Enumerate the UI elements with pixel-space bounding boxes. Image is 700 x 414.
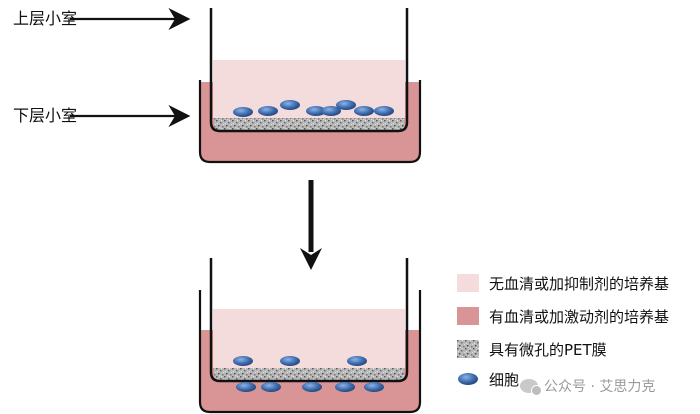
legend-item-light-medium: 无血清或加抑制剂的培养基	[457, 272, 669, 294]
watermark-text: 公众号 · 艾思力克	[544, 379, 656, 395]
cell	[306, 106, 326, 116]
membrane-swatch	[457, 340, 479, 358]
wechat-icon	[520, 379, 542, 396]
legend-item-membrane: 具有微孔的PET膜	[457, 338, 607, 360]
top-pet-membrane	[214, 118, 404, 130]
bottom-migrated-cells	[236, 382, 384, 392]
cell	[233, 107, 253, 117]
cell	[261, 382, 281, 392]
cell	[336, 100, 356, 110]
bottom-upper-chamber-outline	[209, 258, 409, 383]
top-lower-chamber-outline	[198, 80, 422, 164]
cell	[321, 106, 341, 116]
bottom-lower-chamber-outline	[198, 290, 422, 414]
cell	[354, 106, 374, 116]
process-arrow	[300, 180, 322, 270]
bottom-pet-membrane	[214, 368, 404, 380]
top-upper-chamber-outline	[209, 8, 409, 133]
upper-chamber-label: 上层小室	[13, 9, 78, 28]
cell	[302, 382, 322, 392]
light-medium-swatch	[457, 274, 479, 292]
dark-medium-swatch	[457, 307, 479, 325]
top-transwell	[198, 8, 422, 164]
lower-chamber-label: 下层小室	[13, 106, 78, 125]
legend-label: 有血清或加激动剂的培养基	[489, 307, 670, 326]
top-cells	[233, 100, 394, 117]
legend-label: 无血清或加抑制剂的培养基	[489, 274, 670, 293]
cell	[335, 382, 355, 392]
legend-item-cell: 细胞	[457, 368, 519, 390]
cell-swatch-icon	[458, 373, 478, 385]
cell	[364, 382, 384, 392]
legend-label: 细胞	[489, 370, 520, 389]
watermark: 公众号 · 艾思力克	[520, 376, 655, 396]
bottom-upper-cells	[233, 356, 367, 366]
cell	[347, 356, 367, 366]
cell	[236, 382, 256, 392]
cell	[280, 356, 300, 366]
legend-label: 具有微孔的PET膜	[489, 340, 607, 359]
bottom-transwell	[198, 258, 422, 414]
legend-item-dark-medium: 有血清或加激动剂的培养基	[457, 305, 669, 327]
cell	[374, 106, 394, 116]
cell	[233, 356, 253, 366]
cell	[258, 106, 278, 116]
cell	[280, 100, 300, 110]
